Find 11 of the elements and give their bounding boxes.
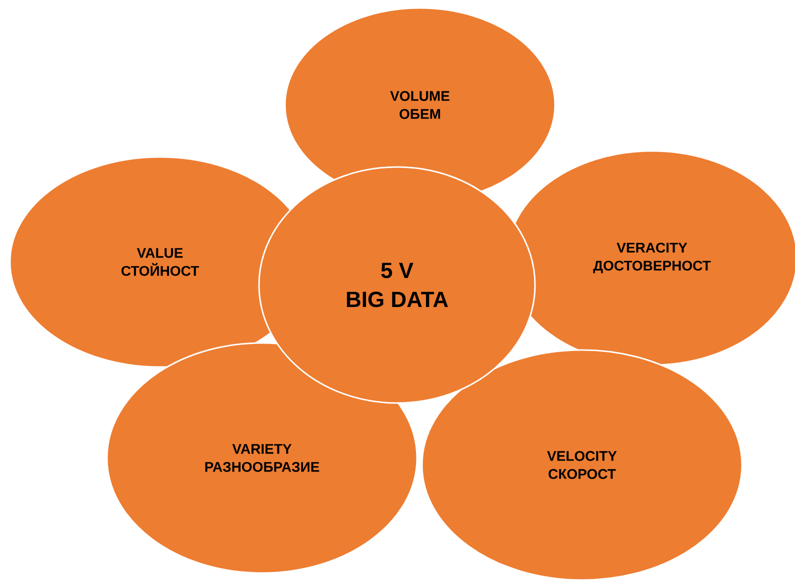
node-label: VERACITY bbox=[616, 242, 688, 253]
node-label: ДОСТОВЕРНОСТ bbox=[593, 260, 711, 274]
oval: VARIETY РАЗНООБРАЗИЕ bbox=[106, 342, 418, 574]
node-label: VELOCITY bbox=[547, 451, 617, 461]
oval: VOLUME ОБЕМ bbox=[284, 7, 556, 203]
oval: VELOCITY СКОРОСТ bbox=[421, 349, 743, 581]
node-label: VARIETY bbox=[232, 444, 292, 454]
center-oval: 5 V BIG DATA bbox=[258, 166, 536, 404]
oval: VERACITY ДОСТОВЕРНОСТ bbox=[506, 150, 795, 366]
node-label: РАЗНООБРАЗИЕ bbox=[205, 462, 320, 472]
node-label: СКОРОСТ bbox=[548, 469, 616, 479]
